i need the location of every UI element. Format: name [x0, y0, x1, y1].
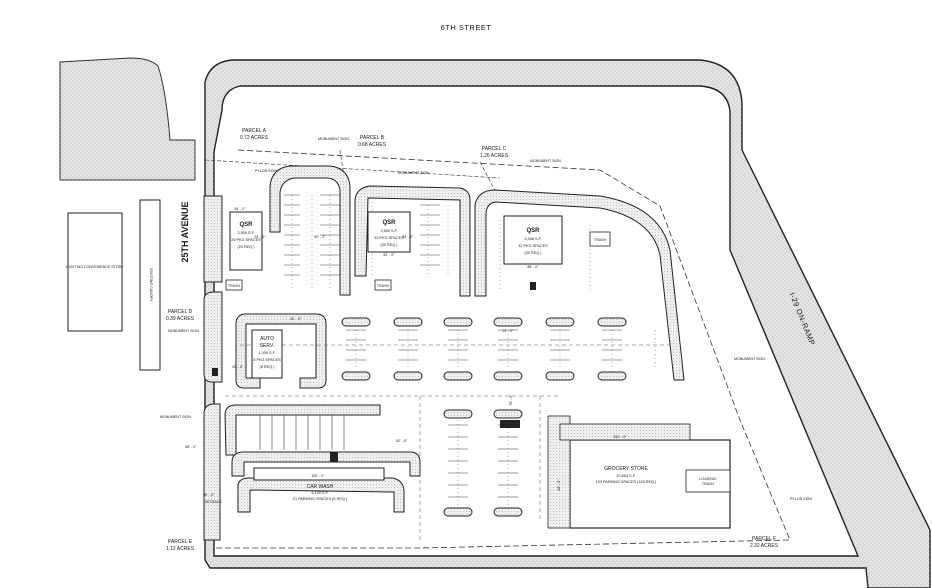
- monument-sign-c: MONUMENT SIGN: [530, 159, 561, 163]
- parcel-d-name: PARCEL D: [168, 309, 193, 315]
- building-grocery-store: GROCERY STORE 20,664 S.F. 103 PARKING SP…: [569, 439, 731, 529]
- dim-left-b: 59' - 0": [203, 493, 215, 497]
- monument-sign-d: MONUMENT SIGN: [168, 329, 199, 333]
- dim-qsr-a: 54' - 0": [234, 207, 246, 211]
- svg-text:26 PKG SPACES: 26 PKG SPACES: [231, 238, 261, 242]
- svg-text:1,000 S.F.: 1,000 S.F.: [258, 351, 275, 355]
- svg-text:GROCERY STORE: GROCERY STORE: [604, 466, 648, 472]
- dim-auto-a: 26' - 0": [232, 365, 244, 369]
- parcel-f-area: 2.32 ACRES: [750, 543, 779, 549]
- street-6th: 6TH STREET: [441, 23, 492, 32]
- parcel-c-name: PARCEL C: [482, 146, 507, 152]
- svg-text:2,500 S.F.: 2,500 S.F.: [380, 229, 397, 233]
- building-car-wash: CAR WASH 6,100 S.F. 21 PARKING SPACES (5…: [253, 467, 385, 501]
- svg-text:103 PARKING SPACES (103 REQ.): 103 PARKING SPACES (103 REQ.): [596, 480, 657, 484]
- parcel-c-area: 1.26 ACRES: [480, 153, 509, 159]
- building-qsr-a: QSR 2,500 S.F. 26 PKG SPACES (20 REQ.): [229, 211, 263, 271]
- trash-enclosures: [225, 231, 611, 291]
- grocery-front: [559, 423, 691, 441]
- svg-text:TRASH: TRASH: [702, 482, 715, 486]
- dim-grocery-side: 68' - 0": [557, 479, 561, 491]
- monument-sign-e: MONUMENT SIGN: [160, 415, 191, 419]
- parcel-f-name: PARCEL F: [752, 536, 776, 542]
- existing-convenience-store: [67, 212, 123, 332]
- dim-lower-aisle: 76' - 0": [509, 394, 513, 406]
- existing-canopy: [139, 199, 161, 371]
- svg-text:8 PKG SPACES: 8 PKG SPACES: [253, 358, 281, 362]
- trash-label-c: TRASH: [594, 238, 607, 242]
- svg-text:(8 REQ.): (8 REQ.): [260, 365, 276, 369]
- svg-text:QSR: QSR: [526, 228, 540, 234]
- setback-label: SETBACK: [205, 500, 222, 504]
- dim-aisle-c: 64' - 0": [402, 235, 414, 239]
- markers: [212, 282, 536, 462]
- dim-center: 24' - 0": [502, 329, 514, 333]
- dim-aisle-a: 24' - 0": [254, 235, 266, 239]
- existing-canopy-label: EXISTING CANOPY: [149, 269, 153, 303]
- grocery-sidewalk: [547, 415, 571, 529]
- carwash-stalls: [259, 415, 345, 450]
- svg-text:33 PKG SPACES: 33 PKG SPACES: [374, 236, 404, 240]
- dim-left-a: 58' - 0": [185, 445, 197, 449]
- dim-qsr-b: 52' - 0": [383, 253, 395, 257]
- svg-text:(20 REQ.): (20 REQ.): [237, 245, 255, 249]
- parcel-d-area: 0.39 ACRES: [166, 316, 195, 322]
- monument-sign-b: MONUMENT SIGN: [398, 171, 429, 175]
- curb-islands: [203, 165, 685, 541]
- monument-sign-f: MONUMENT SIGN: [734, 357, 765, 361]
- dim-qsr-c: 88' - 0": [527, 265, 539, 269]
- road-surface: [204, 59, 931, 588]
- existing-lot: [59, 57, 196, 181]
- parcel-a-area: 0.72 ACRES: [240, 135, 269, 141]
- dim-carwash: 150' - 0": [311, 474, 325, 478]
- street-25th: 25TH AVENUE: [180, 201, 190, 262]
- dim-aisle-b: 60' - 0": [314, 235, 326, 239]
- svg-text:20,664 S.F.: 20,664 S.F.: [616, 474, 635, 478]
- building-qsr-c: QSR 4,948 S.F. 32 PKG SPACES (30 REQ.): [503, 215, 563, 265]
- svg-text:2,500 S.F.: 2,500 S.F.: [237, 231, 254, 235]
- trash-label-b: TRASH: [377, 284, 390, 288]
- svg-text:(30 REQ.): (30 REQ.): [380, 243, 398, 247]
- building-qsr-b: QSR 2,500 S.F. 33 PKG SPACES (30 REQ.): [367, 211, 411, 253]
- building-auto-serv: AUTO SERV. 1,000 S.F. 8 PKG SPACES (8 RE…: [251, 329, 283, 379]
- svg-text:SERV.: SERV.: [260, 343, 274, 349]
- existing-store-label: EXISTING CONVENIENCE STORE: [66, 265, 124, 269]
- parcel-b-area: 0.68 ACRES: [358, 142, 387, 148]
- monument-sign-a: MONUMENT SIGN: [318, 137, 349, 141]
- svg-text:4,948 S.F.: 4,948 S.F.: [524, 237, 541, 241]
- dim-right-a: 52' - 0": [396, 439, 408, 443]
- svg-text:QSR: QSR: [239, 222, 253, 228]
- parcel-b-name: PARCEL B: [360, 135, 385, 141]
- parcel-a-name: PARCEL A: [242, 128, 267, 134]
- svg-text:CAR WASH: CAR WASH: [307, 484, 334, 490]
- site-boundary: [214, 149, 791, 549]
- parcel-e-area: 1.12 ACRES: [166, 546, 195, 552]
- svg-text:QSR: QSR: [382, 220, 396, 226]
- svg-text:6,100 S.F.: 6,100 S.F.: [311, 491, 328, 495]
- svg-text:21 PARKING SPACES (5 REQ.): 21 PARKING SPACES (5 REQ.): [293, 497, 348, 501]
- svg-text:AUTO: AUTO: [260, 336, 274, 342]
- svg-text:32 PKG SPACES: 32 PKG SPACES: [518, 244, 548, 248]
- dim-auto-b: 30' - 0": [290, 317, 302, 321]
- svg-text:(30 REQ.): (30 REQ.): [524, 251, 542, 255]
- svg-text:LOADING/: LOADING/: [699, 477, 716, 481]
- pylon-sign-a: PYLON SIGN: [255, 169, 277, 173]
- pylon-sign-b: PYLON SIGN: [790, 497, 812, 501]
- parcel-e-name: PARCEL E: [168, 539, 193, 545]
- trash-label-a: TRASH: [228, 284, 241, 288]
- dim-grocery-front: 152' - 0": [613, 435, 627, 439]
